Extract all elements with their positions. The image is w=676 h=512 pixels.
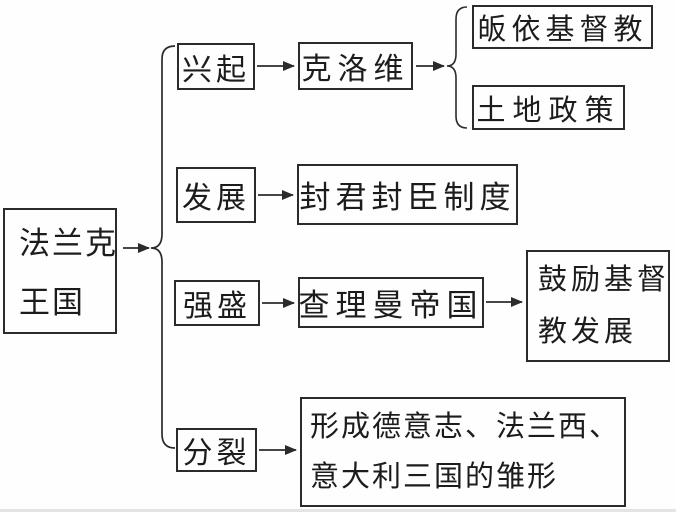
- node-feudal-label: 封君封臣制度: [299, 180, 516, 215]
- outcome-encourage-christianity: 鼓励基督 教发展: [526, 250, 670, 362]
- stage-box-prosperity: 强盛: [174, 280, 260, 326]
- stage-prosperity-label: 强盛: [183, 290, 251, 323]
- outcome-convert-christianity: 皈依基督教: [472, 5, 653, 49]
- root-node-frankish-kingdom: 法兰克 王国: [3, 208, 117, 334]
- stage-development-label: 发展: [182, 182, 250, 215]
- stage-box-development: 发展: [176, 167, 256, 223]
- outcome-christian-line1: 鼓励基督: [538, 264, 671, 296]
- node-charlemagne-label: 查理曼帝国: [298, 288, 484, 323]
- outcome-christian-line2: 教发展: [538, 316, 638, 348]
- scan-edge-artifact: [0, 509, 676, 512]
- stage-split-label: 分裂: [182, 437, 251, 470]
- big-brace: [150, 45, 176, 449]
- stage-box-rise: 兴起: [177, 43, 255, 90]
- outcome-convert-label: 皈依基督教: [477, 14, 648, 46]
- node-clovis-label: 克洛维: [301, 53, 410, 86]
- outcome-land-policy: 土地政策: [472, 85, 625, 130]
- node-three-kingdoms-prototype: 形成德意志、法兰西、 意大利三国的雏形: [300, 397, 626, 507]
- node-clovis: 克洛维: [298, 42, 413, 90]
- node-feudal-system: 封君封臣制度: [297, 164, 518, 225]
- stage-box-split: 分裂: [176, 428, 257, 472]
- node-charlemagne-empire: 查理曼帝国: [298, 277, 484, 328]
- three-kingdoms-line1: 形成德意志、法兰西、: [310, 411, 621, 443]
- small-brace: [446, 6, 468, 129]
- root-label-line2: 王国: [19, 285, 85, 320]
- root-label-line1: 法兰克: [19, 226, 118, 261]
- outcome-land-label: 土地政策: [476, 94, 621, 127]
- stage-rise-label: 兴起: [182, 53, 250, 87]
- three-kingdoms-line2: 意大利三国的雏形: [310, 461, 559, 493]
